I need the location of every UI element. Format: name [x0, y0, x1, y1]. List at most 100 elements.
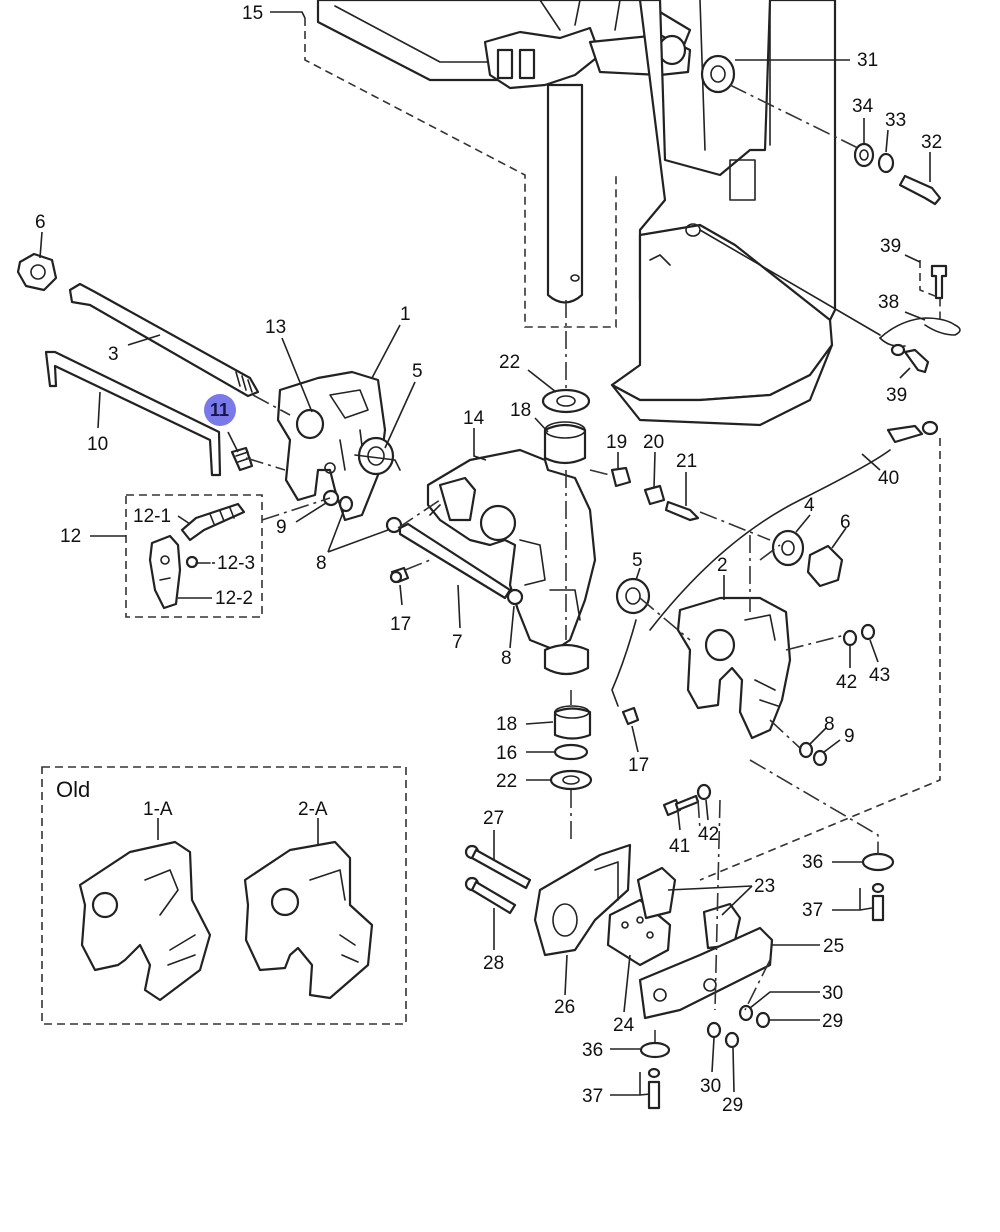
bolt-21: [664, 500, 700, 522]
swivel-bracket-14: [426, 448, 597, 652]
label-42-top: 42: [836, 672, 857, 693]
washer-36-lower: [639, 1041, 671, 1059]
steering-bracket-15: [316, 0, 692, 90]
bushing-18-lower: [553, 705, 592, 740]
nut-34: [853, 142, 875, 168]
kit-12-box: [125, 494, 263, 618]
label-12-3: 12-3: [217, 553, 255, 574]
label-30-right: 30: [822, 983, 843, 1004]
label-34: 34: [852, 96, 874, 117]
washers-42-43: [842, 623, 876, 647]
old-bracket-1A: [78, 840, 212, 1002]
label-39-top: 39: [880, 236, 901, 257]
label-39-bottom: 39: [886, 385, 907, 406]
label-8-left: 8: [316, 553, 327, 574]
label-36-lower: 36: [582, 1040, 603, 1061]
drive-shaft: [546, 83, 584, 304]
label-2-A: 2-A: [298, 799, 328, 820]
screw-37-right: [871, 882, 885, 922]
grease-nipple-17-right: [611, 619, 640, 726]
label-21: 21: [676, 451, 697, 472]
label-4: 4: [804, 495, 815, 516]
washers-9-8-left: [322, 489, 354, 513]
label-14: 14: [463, 408, 485, 429]
label-15: 15: [242, 3, 263, 24]
label-25: 25: [823, 936, 844, 957]
bushing-5-right: [615, 577, 651, 615]
label-10: 10: [87, 434, 108, 455]
o-ring-16: [553, 743, 589, 761]
handle-rod-10: [44, 350, 222, 477]
clamp-bracket-2: [676, 596, 792, 740]
label-16: 16: [496, 743, 517, 764]
label-26: 26: [554, 997, 575, 1018]
label-27: 27: [483, 808, 504, 829]
bushing-18-top: [543, 421, 587, 465]
pads-23: [636, 866, 742, 950]
label-12-1: 12-1: [133, 506, 171, 527]
clip-38: [879, 317, 961, 348]
steering-link-plate: [588, 33, 692, 77]
mount-31: [700, 54, 736, 94]
clamp-26: [533, 843, 632, 957]
label-17-right: 17: [628, 755, 649, 776]
label-42-lower: 42: [698, 824, 719, 845]
label-12: 12: [60, 526, 81, 547]
label-40: 40: [878, 468, 899, 489]
label-12-2: 12-2: [215, 588, 253, 609]
washers-30-29-lower: [706, 1021, 740, 1049]
leader-lines: [39, 11, 931, 1096]
label-43: 43: [869, 665, 890, 686]
nut-4: [771, 529, 805, 567]
label-30-lower: 30: [700, 1076, 721, 1097]
label-29-lower: 29: [722, 1095, 743, 1116]
washer-8-center: [385, 516, 524, 606]
label-22-lower: 22: [496, 771, 517, 792]
label-3: 3: [108, 344, 119, 365]
label-37-right: 37: [802, 900, 823, 921]
stopper-19: [610, 466, 632, 488]
label-9-right: 9: [844, 726, 855, 747]
label-11-highlighted[interactable]: 11: [210, 400, 229, 420]
nut-6-left: [16, 252, 58, 292]
label-38: 38: [878, 292, 899, 313]
label-old: Old: [56, 777, 90, 802]
highlight-marker[interactable]: [204, 394, 236, 426]
cap-6-right: [806, 544, 844, 588]
label-24: 24: [613, 1015, 635, 1036]
label-32: 32: [921, 132, 942, 153]
label-5-left: 5: [412, 361, 423, 382]
label-31: 31: [857, 50, 878, 71]
steering-tube: [543, 643, 590, 676]
label-13: 13: [265, 317, 286, 338]
label-18-top: 18: [510, 400, 531, 421]
washer-22-lower: [549, 769, 593, 791]
label-1: 1: [400, 304, 411, 325]
cable-end-40: [886, 420, 939, 444]
label-37-lower: 37: [582, 1086, 603, 1107]
label-1-A: 1-A: [143, 799, 173, 820]
screw-37-lower: [647, 1067, 661, 1110]
clamp-25: [638, 926, 774, 1020]
old-bracket-2A: [243, 840, 374, 1000]
bolt-27: [464, 844, 532, 890]
lower-unit-housing: [610, 223, 834, 427]
grease-nipple-17-left: [389, 566, 410, 584]
label-6-left: 6: [35, 212, 46, 233]
label-22-top: 22: [499, 352, 520, 373]
label-6-right: 6: [840, 512, 851, 533]
label-7: 7: [452, 632, 463, 653]
bolt-41-42: [662, 783, 712, 817]
label-28: 28: [483, 953, 504, 974]
label-36-right: 36: [802, 852, 823, 873]
washer-33: [877, 152, 895, 174]
bushing-5-left: [354, 436, 401, 476]
label-29-right: 29: [822, 1011, 843, 1032]
label-5-right: 5: [632, 550, 643, 571]
label-20: 20: [643, 432, 664, 453]
bolt-12-1: [180, 502, 246, 542]
bolt-32: [898, 174, 942, 206]
label-9-left: 9: [276, 517, 287, 538]
label-33: 33: [885, 110, 906, 131]
bolt-28: [464, 876, 517, 915]
